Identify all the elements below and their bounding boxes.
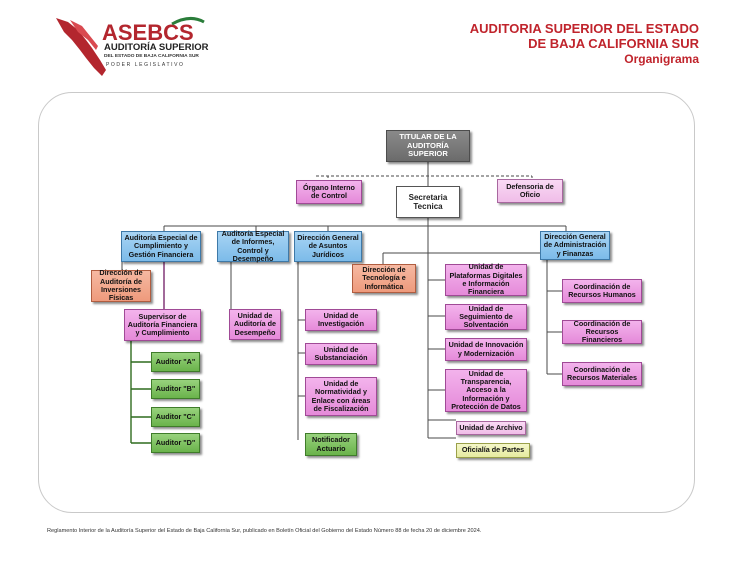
node-defensoria: Defensoria de Oficio <box>497 179 563 203</box>
node-dg-juridicos: Dirección General de Asuntos Jurídicos <box>294 231 362 262</box>
footer-note: Reglamento Interior de la Auditoría Supe… <box>47 528 482 534</box>
node-titular: TITULAR DE LA AUDITORÍA SUPERIOR <box>386 130 470 162</box>
node-unidad-innovacion: Unidad de Innovación y Modernización <box>445 338 527 361</box>
logo-swoosh-icon <box>171 17 205 26</box>
logo-line2: DEL ESTADO DE BAJA CALIFORNIA SUR <box>104 53 199 59</box>
logo-line1: AUDITORÍA SUPERIOR <box>104 42 209 53</box>
node-auditor-b: Auditor "B" <box>151 379 200 399</box>
node-organo-interno: Órgano Interno de Control <box>296 180 362 204</box>
header-title-line2: DE BAJA CALIFORNIA SUR <box>528 36 699 51</box>
node-auditor-c: Auditor "C" <box>151 407 200 427</box>
node-unidad-transparencia: Unidad de Transparencia, Acceso a la Inf… <box>445 369 527 412</box>
logo-line3: PODER LEGISLATIVO <box>106 62 185 68</box>
node-unidad-plataformas: Unidad de Plataformas Digitales e Inform… <box>445 263 527 296</box>
node-dir-tecnologia: Dirección de Tecnología e Informática <box>352 264 416 293</box>
node-coord-humanos: Coordinación de Recursos Humanos <box>562 279 642 303</box>
node-unidad-seguimiento: Unidad de Seguimiento de Solventación <box>445 304 527 330</box>
header-title-line1: AUDITORIA SUPERIOR DEL ESTADO <box>469 21 699 36</box>
node-unidad-normatividad: Unidad de Normatividad y Enlace con área… <box>305 377 377 416</box>
node-oficialia-partes: Oficialía de Partes <box>456 443 530 458</box>
header-subtitle: Organigrama <box>624 52 699 66</box>
node-unidad-substanciacion: Unidad de Substanciación <box>305 343 377 365</box>
chart-frame <box>38 92 695 513</box>
node-notificador: Notificador Actuario <box>305 433 357 456</box>
node-coord-materiales: Coordinación de Recursos Materiales <box>562 362 642 386</box>
node-ae-informes: Auditoría Especial de Informes, Control … <box>217 229 289 262</box>
node-auditor-a: Auditor "A" <box>151 352 200 372</box>
node-unidad-desempeno: Unidad de Auditoría de Desempeño <box>229 309 281 340</box>
node-supervisor: Supervisor de Auditoría Financiera y Cum… <box>124 309 201 341</box>
asebcs-logo: ASEBCS AUDITORÍA SUPERIOR DEL ESTADO DE … <box>56 17 209 76</box>
baja-california-map-icon <box>56 18 106 76</box>
node-coord-financieros: Coordinación de Recursos Financieros <box>562 319 642 344</box>
node-secretaria-tecnica: Secretaria Tecnica <box>396 186 460 218</box>
node-auditor-d: Auditor "D" <box>151 433 200 453</box>
node-unidad-archivo: Unidad de Archivo <box>456 421 526 435</box>
node-dg-administracion: Dirección General de Administración y Fi… <box>540 231 610 260</box>
logo-name: ASEBCS <box>102 20 194 45</box>
node-dir-inversiones: Dirección de Auditoría de Inversiones Fí… <box>91 269 151 302</box>
node-unidad-investigacion: Unidad de Investigación <box>305 309 377 331</box>
node-ae-cumplimiento: Auditoría Especial de Cumplimiento y Ges… <box>121 231 201 262</box>
